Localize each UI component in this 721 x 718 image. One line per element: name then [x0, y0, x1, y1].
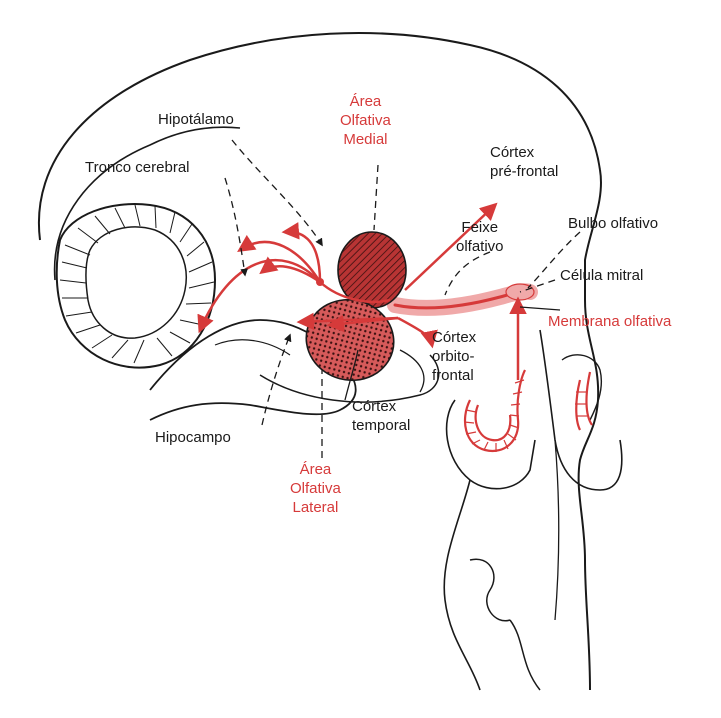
label-line: Lateral	[290, 498, 341, 517]
label-membrana-olfativa: Membrana olfativa	[548, 312, 671, 331]
label-cortex-temporal: Córtex temporal	[352, 397, 410, 435]
label-feixe-olfativo: Feixe olfativo	[456, 218, 504, 256]
label-cortex-orbito-frontal: Córtex orbito- frontal	[432, 328, 476, 385]
label-area-olfativa-medial: Área Olfativa Medial	[340, 92, 391, 149]
label-line: Córtex	[432, 328, 476, 347]
label-line: orbito-	[432, 347, 476, 366]
label-cortex-pre-frontal: Córtex pré-frontal	[490, 143, 558, 181]
label-line: Área	[340, 92, 391, 111]
label-bulbo-olfativo: Bulbo olfativo	[568, 214, 658, 233]
label-hipotalamo: Hipotálamo	[158, 110, 234, 129]
cerebellum-icon	[57, 204, 215, 368]
label-tronco-cerebral: Tronco cerebral	[85, 158, 190, 177]
label-line: Olfativa	[340, 111, 391, 130]
label-line: pré-frontal	[490, 162, 558, 181]
label-line: Córtex	[490, 143, 558, 162]
label-line: olfativo	[456, 237, 504, 256]
label-line: Área	[290, 460, 341, 479]
label-hipocampo: Hipocampo	[155, 428, 231, 447]
label-line: frontal	[432, 366, 476, 385]
label-line: Olfativa	[290, 479, 341, 498]
label-line: Córtex	[352, 397, 410, 416]
label-line: Medial	[340, 130, 391, 149]
label-line: Feixe	[456, 218, 504, 237]
label-celula-mitral: Célula mitral	[560, 266, 643, 285]
label-line: temporal	[352, 416, 410, 435]
label-area-olfativa-lateral: Área Olfativa Lateral	[290, 460, 341, 517]
turbinates-icon	[464, 370, 592, 452]
